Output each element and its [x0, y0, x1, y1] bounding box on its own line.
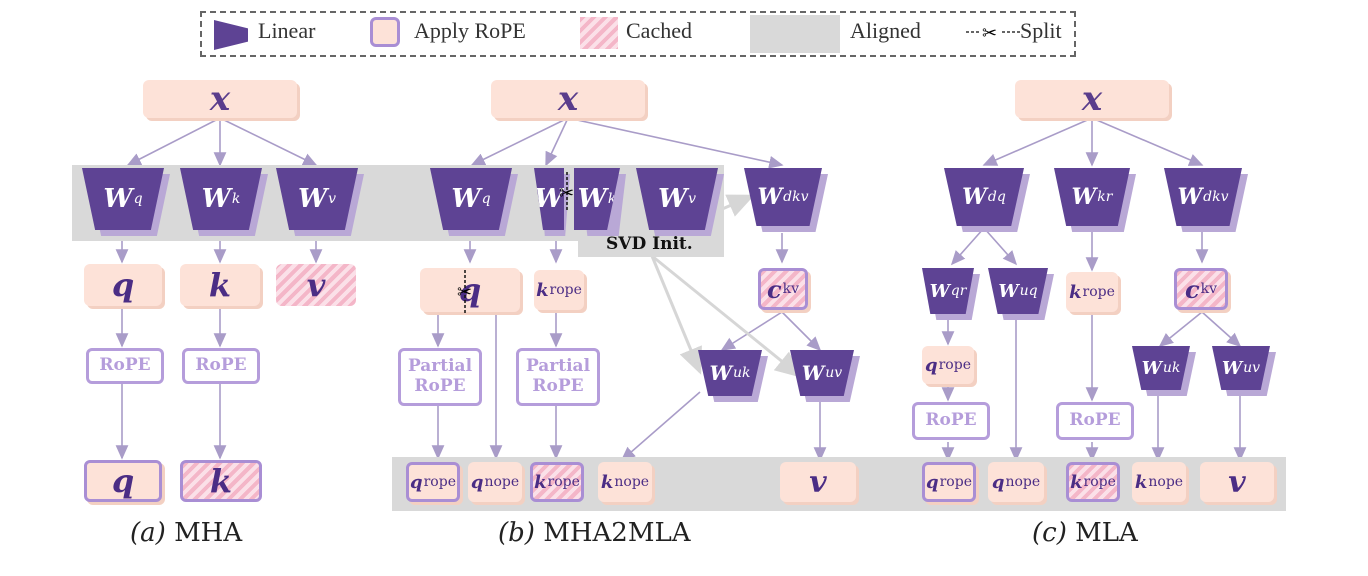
legend-cached-swatch	[580, 17, 618, 49]
legend-linear-swatch	[214, 20, 248, 50]
aligned-band-top	[72, 165, 724, 241]
mha-q-roped: q	[84, 460, 162, 502]
legend-split-scissors-icon: ✂	[966, 22, 1022, 44]
legend-rope-label: Apply RoPE	[414, 18, 526, 43]
mha-q: q	[84, 264, 162, 306]
mha2mla-linear-wk-split-part: W	[534, 168, 570, 236]
caption-c: (c) MLA	[1032, 518, 1138, 548]
legend-aligned-label: Aligned	[850, 18, 921, 43]
legend-linear-label: Linear	[258, 18, 316, 43]
legend-cached-label: Cached	[626, 18, 692, 43]
svg-text:✂: ✂	[457, 282, 472, 303]
legend	[200, 11, 1076, 57]
mha-k: k	[180, 264, 260, 306]
mla-rope-k: RoPE	[1056, 402, 1134, 440]
svg-text:✂: ✂	[982, 23, 997, 42]
caption-a: (a) MHA	[130, 518, 243, 548]
mha2mla-v: v	[780, 462, 856, 502]
legend-split-label: Split	[1020, 18, 1062, 43]
svg-text:✂: ✂	[559, 183, 574, 204]
mha-rope-q: RoPE	[86, 348, 164, 384]
legend-aligned-swatch	[750, 15, 840, 53]
mha-k-roped-cached: k	[180, 460, 262, 502]
mla-v: v	[1200, 462, 1274, 502]
svd-init-label: SVD Init.	[606, 234, 693, 254]
mla-input-x: x	[1015, 79, 1169, 119]
mha2mla-input-x: x	[491, 79, 645, 119]
mha-rope-k: RoPE	[182, 348, 260, 384]
mha-v-cached: v	[276, 264, 356, 306]
mha-input-x: x	[143, 79, 297, 119]
mha2mla-split-scissors-icon: ✂	[556, 172, 578, 212]
caption-b: (b) MHA2MLA	[498, 518, 691, 548]
legend-rope-swatch	[370, 17, 400, 47]
aligned-band-svd	[578, 241, 724, 257]
mha2mla-q: q	[420, 268, 520, 312]
mha2mla-q-split-scissors-icon: ✂	[454, 270, 476, 314]
mla-rope-q: RoPE	[912, 402, 990, 440]
